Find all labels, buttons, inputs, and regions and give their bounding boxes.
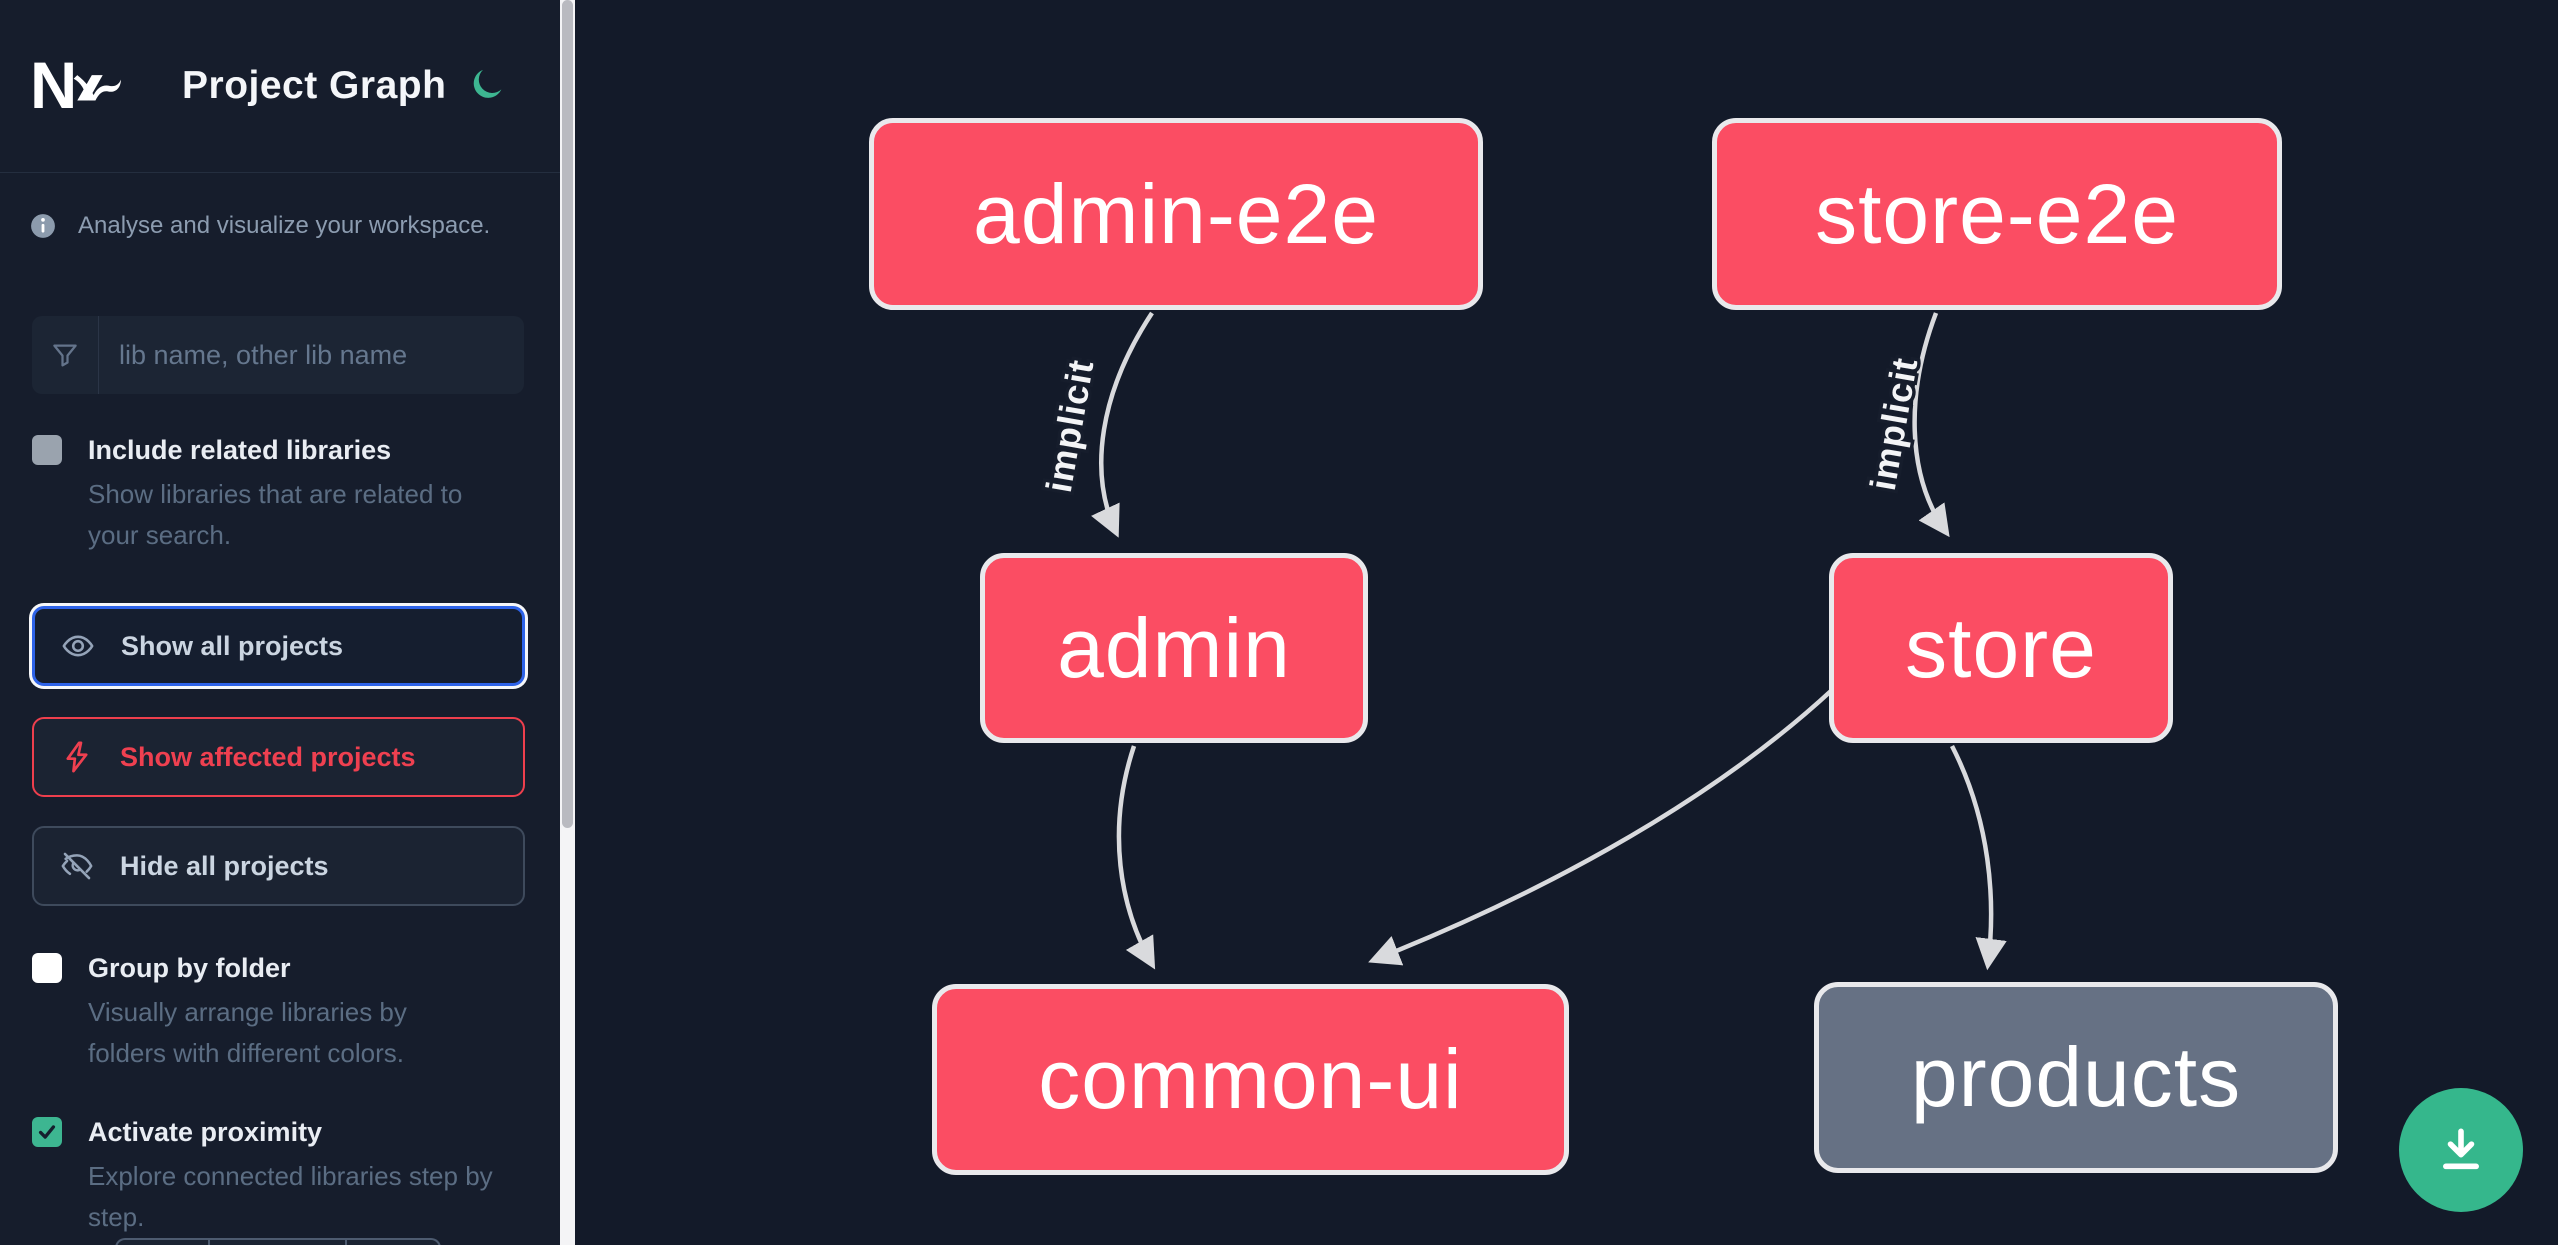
info-icon [31,214,55,238]
edge-store-e2e-store [1912,312,1950,538]
download-image-button[interactable] [2399,1088,2523,1212]
button-label: Hide all projects [120,850,329,881]
checkbox-checked[interactable] [32,1117,62,1147]
workspace-tagline: Analyse and visualize your workspace. [30,212,530,240]
node-store[interactable]: store [1829,553,2173,743]
segmented-control-partial[interactable] [115,1238,441,1245]
sidebar-header: N Project Graph [0,0,560,173]
eye-icon [62,635,94,657]
sidebar-scrollbar-track [560,0,575,1245]
segment[interactable] [210,1240,347,1245]
moon-icon [473,69,502,98]
group-by-folder-checkbox-row[interactable]: Group by folder Visually arrange librari… [32,950,530,1074]
button-label: Show all projects [121,630,344,661]
show-affected-projects-button[interactable]: Show affected projects [32,717,525,797]
checkmark-icon [38,1125,56,1139]
edge-admin-common-ui [1116,745,1156,970]
node-store-e2e[interactable]: store-e2e [1712,118,2282,310]
node-products[interactable]: products [1814,982,2338,1173]
checkbox-label: Include related libraries [88,435,392,465]
edge-label-implicit: implicit [1038,356,1102,495]
download-icon [2443,1128,2479,1170]
sidebar-scrollbar-thumb[interactable] [562,0,573,828]
node-admin-e2e[interactable]: admin-e2e [869,118,1483,310]
edge-label-implicit: implicit [1862,354,1926,493]
checkbox-description: Explore connected libraries step by step… [88,1161,493,1232]
edge-admin-e2e-admin [1091,311,1154,538]
edge-store-products [1949,744,2007,971]
checkbox-description: Show libraries that are related to your … [88,479,463,550]
checkbox-label: Activate proximity [88,1117,323,1147]
button-label: Show affected projects [120,741,416,772]
segment[interactable] [347,1240,439,1245]
node-common-ui[interactable]: common-ui [932,984,1569,1175]
filter-search [32,316,524,394]
activate-proximity-checkbox-row[interactable]: Activate proximity Explore connected lib… [32,1114,530,1238]
page-title: Project Graph [182,64,447,107]
lightning-icon [66,741,88,773]
checkbox-label: Group by folder [88,953,291,983]
sidebar: N Project Graph Analyse and visualize yo… [0,0,560,1245]
hide-all-projects-button[interactable]: Hide all projects [32,826,525,906]
funnel-icon [32,316,99,394]
nx-logo: N [30,52,121,120]
edge-store-common-ui [1368,688,1834,966]
svg-text:N: N [30,52,77,120]
include-related-checkbox-row[interactable]: Include related libraries Show libraries… [32,432,530,556]
checkbox-unchecked[interactable] [32,435,62,465]
node-admin[interactable]: admin [980,553,1368,743]
checkbox-unchecked[interactable] [32,953,62,983]
show-all-projects-button[interactable]: Show all projects [32,606,525,686]
theme-toggle-button[interactable] [468,66,508,106]
eye-off-icon [61,852,93,880]
checkbox-description: Visually arrange libraries by folders wi… [88,997,407,1068]
segment[interactable] [117,1240,210,1245]
tagline-text: Analyse and visualize your workspace. [78,212,491,239]
search-input[interactable] [99,316,524,394]
